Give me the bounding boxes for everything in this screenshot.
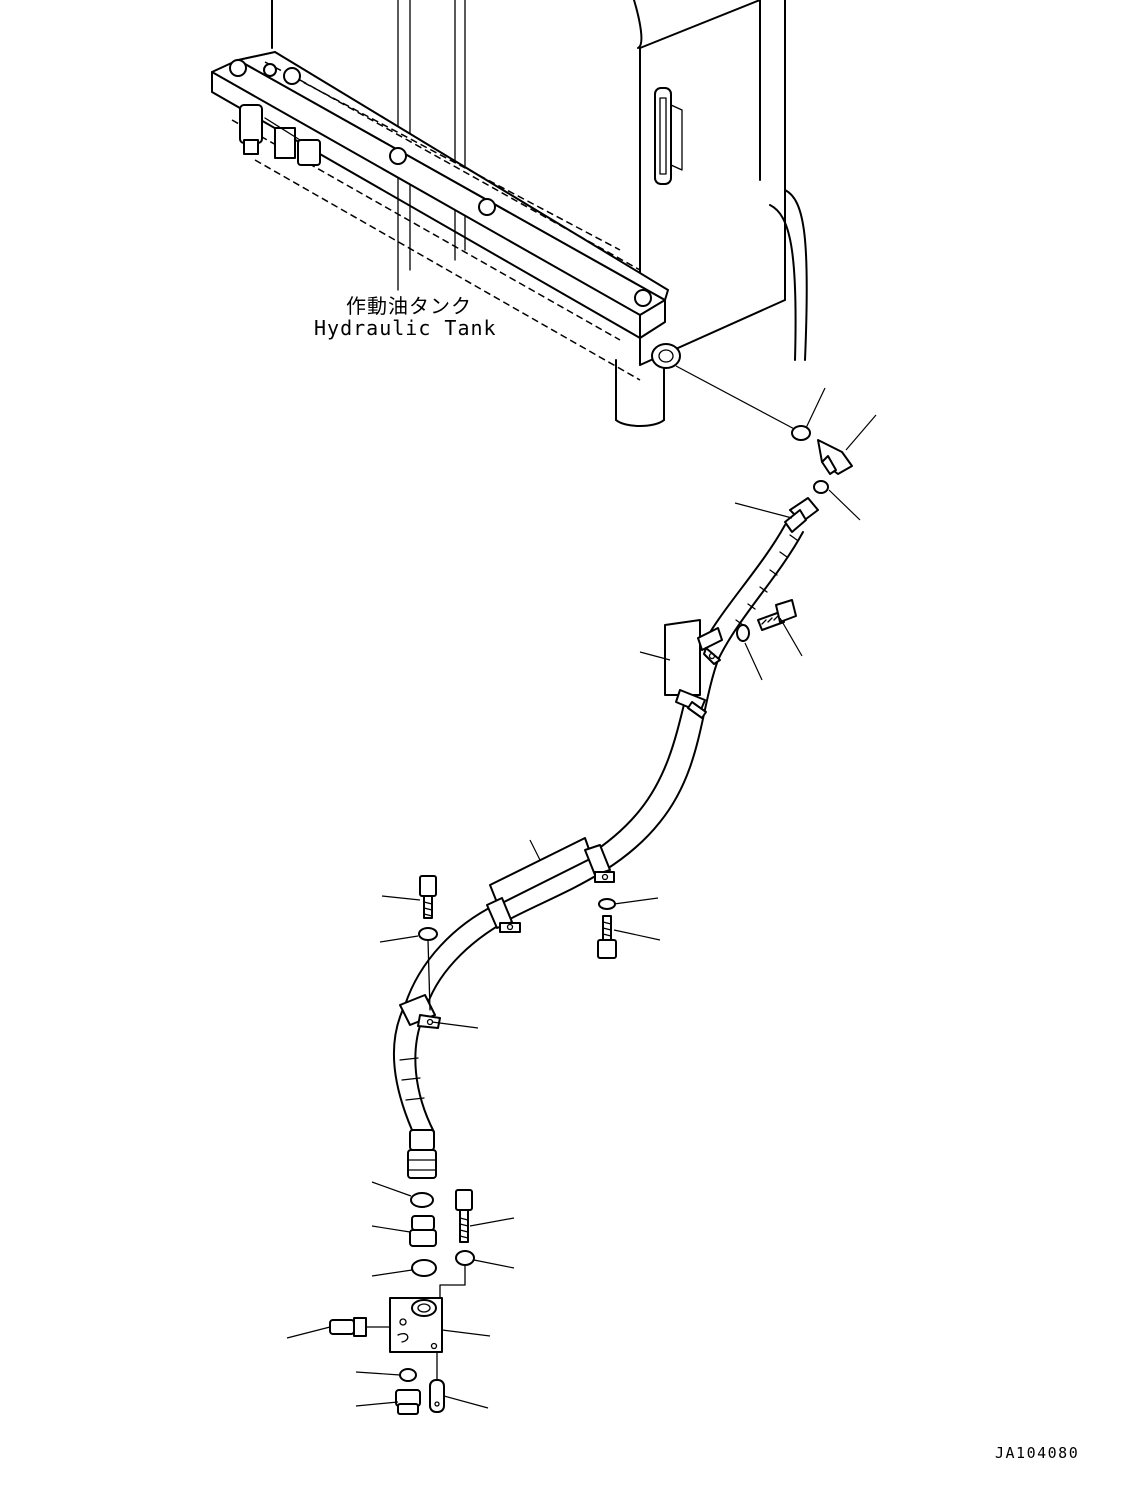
- hose-sleeve: [489, 837, 593, 906]
- washer: [598, 898, 616, 910]
- hose-clamp: [486, 897, 521, 933]
- adapter: [409, 1215, 437, 1247]
- pin: [429, 1379, 445, 1413]
- bolt: [419, 875, 437, 919]
- washer: [418, 927, 438, 941]
- hose-clamp: [697, 627, 723, 665]
- washer: [455, 1250, 475, 1266]
- plug: [395, 1389, 421, 1415]
- drawing-code: JA104080: [995, 1444, 1080, 1462]
- elbow-fitting: [817, 439, 853, 475]
- tank-label-japanese: 作動油タンク: [346, 294, 472, 318]
- side-nipple: [329, 1317, 391, 1337]
- rail-fittings: [239, 104, 321, 166]
- tank-label-english: Hydraulic Tank: [314, 316, 497, 340]
- o-ring: [411, 1259, 437, 1277]
- bracket-plate: [664, 619, 701, 696]
- tank-outlet-port: [651, 343, 681, 369]
- o-ring: [410, 1192, 434, 1208]
- bolt: [597, 915, 617, 959]
- hose-clamp: [675, 689, 707, 719]
- washer: [736, 624, 750, 642]
- o-ring: [813, 480, 829, 494]
- top-rail: [211, 51, 669, 381]
- hydraulic-tank: [211, 0, 808, 427]
- o-ring: [791, 425, 811, 441]
- hose-assembly: [329, 365, 853, 1415]
- leader-lines: [286, 387, 877, 1409]
- valve-block: [389, 1297, 443, 1353]
- o-ring: [399, 1368, 417, 1382]
- hose-clamp: [399, 994, 441, 1029]
- bolt: [455, 1189, 473, 1243]
- hose-clamp: [584, 844, 615, 883]
- sight-gauge: [654, 87, 683, 185]
- bolt: [757, 599, 797, 631]
